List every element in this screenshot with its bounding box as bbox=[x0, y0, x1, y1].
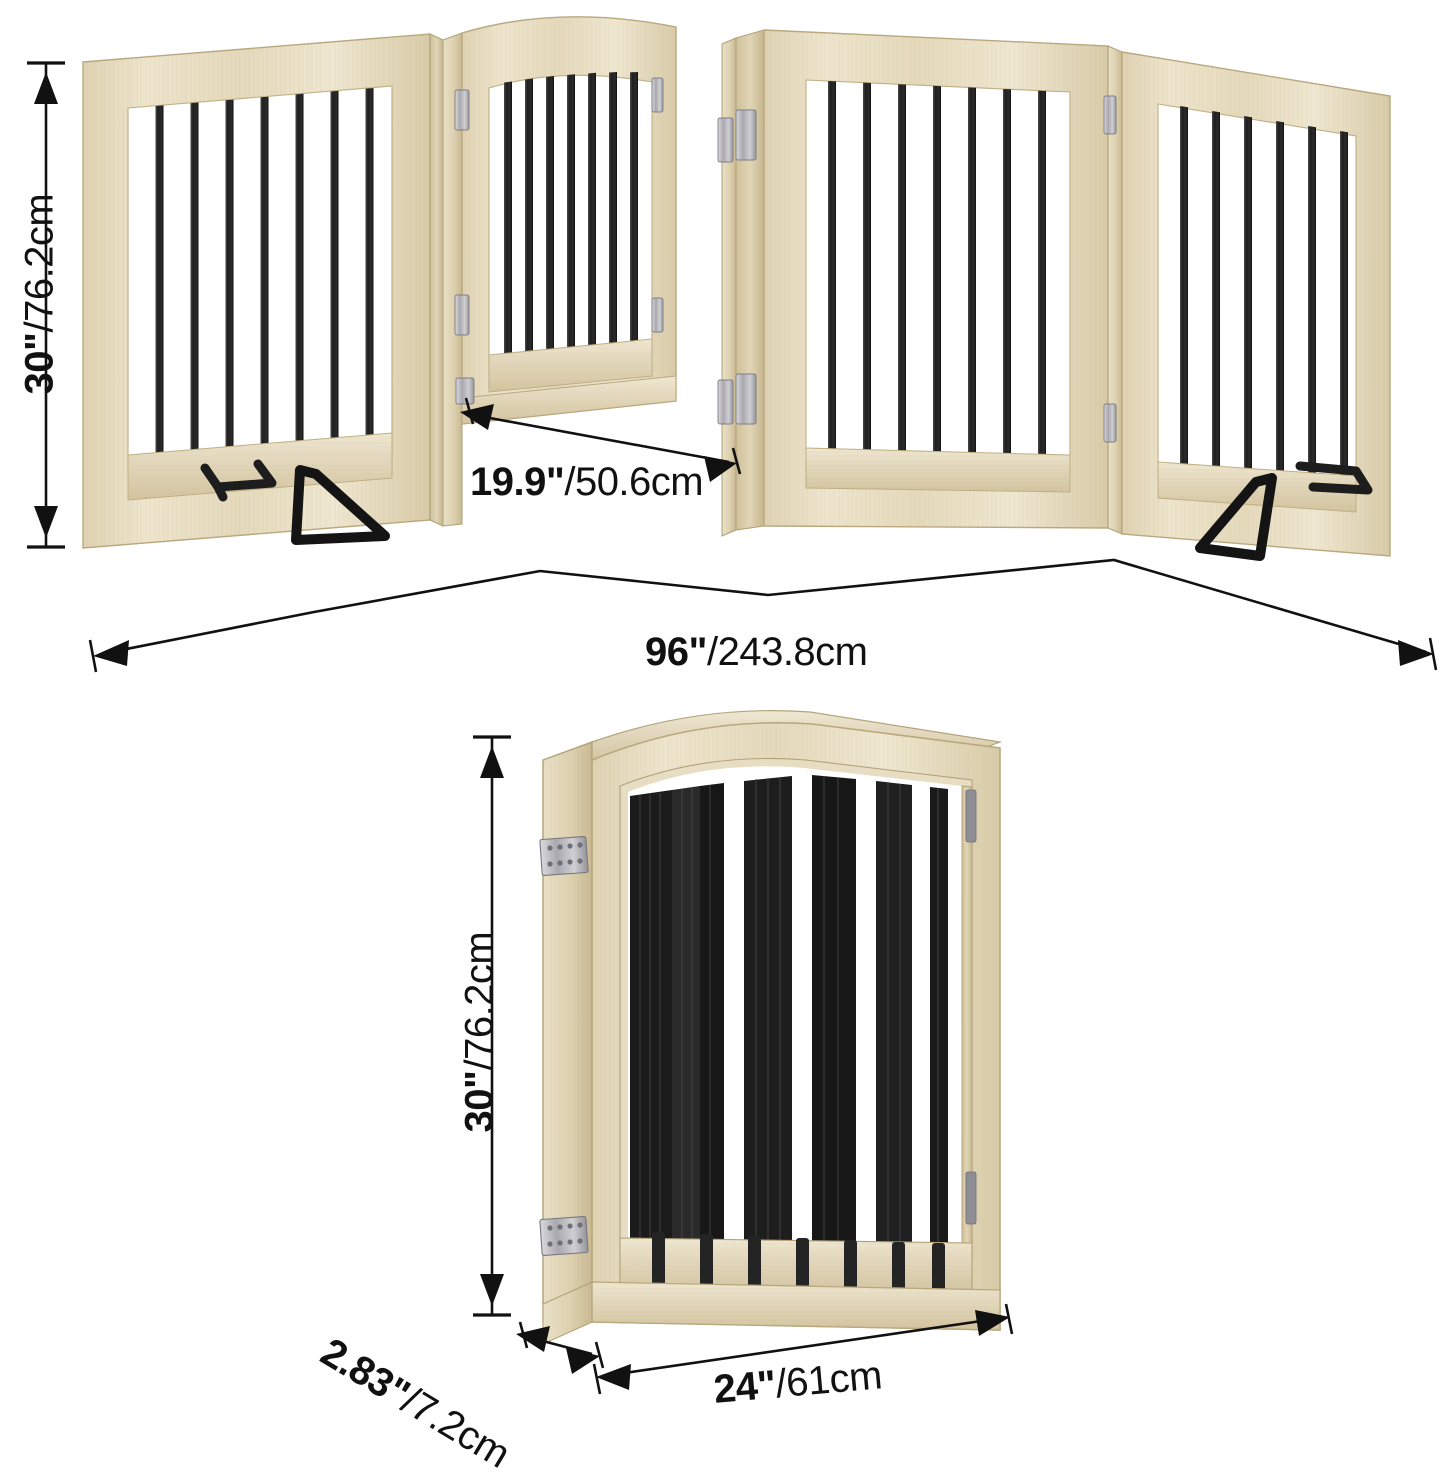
hinge-panel2-right bbox=[651, 77, 664, 333]
dim-width-bottom bbox=[592, 1303, 1014, 1395]
dimension-lines bbox=[27, 61, 1438, 1395]
dim-label-panel-width: 19.9"/50.6cm bbox=[470, 460, 704, 504]
detail-hinge-top bbox=[539, 836, 589, 876]
panel-1-bars bbox=[155, 88, 374, 475]
dim-height-bottom bbox=[473, 735, 511, 1317]
panel-3-bars bbox=[828, 81, 1046, 471]
diagram-canvas: 30"/76.2cm 19.9"/50.6cm 96"/243.8cm 30"/… bbox=[17, 16, 1438, 1477]
detail-hinge-knuckle-bottom bbox=[965, 1171, 977, 1225]
bottom-detail-panel bbox=[539, 710, 1003, 1345]
detail-hinge-knuckle-top bbox=[965, 789, 977, 843]
dim-total-width-arrows bbox=[93, 640, 1434, 666]
top-assembly bbox=[82, 16, 1391, 561]
detail-panel-bars bbox=[630, 775, 962, 1254]
detail-hinge-bottom bbox=[539, 1216, 589, 1256]
dim-depth bbox=[516, 1321, 605, 1374]
gate-panel-2 bbox=[442, 16, 677, 527]
gate-panel-3 bbox=[721, 29, 1109, 537]
gate-panel-4 bbox=[1107, 45, 1391, 557]
hinge-group-right bbox=[1103, 95, 1117, 443]
panel-4-bars bbox=[1180, 106, 1348, 491]
dim-label-total-width: 96"/243.8cm bbox=[645, 630, 868, 674]
dim-total-width-ticks bbox=[88, 637, 1438, 673]
dim-panel-width bbox=[460, 397, 742, 482]
dim-label-height-top: 30"/76.2cm bbox=[17, 193, 62, 395]
hinge-group-left bbox=[454, 89, 475, 405]
product-illustration bbox=[27, 16, 1438, 1395]
support-foot-2 bbox=[1295, 461, 1373, 495]
support-foot-1b bbox=[291, 465, 390, 545]
dim-label-height-bottom: 30"/76.2cm bbox=[457, 931, 502, 1133]
hinge-group-center bbox=[717, 109, 757, 425]
support-foot-1 bbox=[200, 459, 277, 502]
dim-height-top bbox=[27, 61, 65, 549]
support-foot-2b bbox=[1195, 473, 1277, 561]
panel-2-bars bbox=[504, 72, 638, 375]
dim-total-width bbox=[100, 558, 1427, 656]
